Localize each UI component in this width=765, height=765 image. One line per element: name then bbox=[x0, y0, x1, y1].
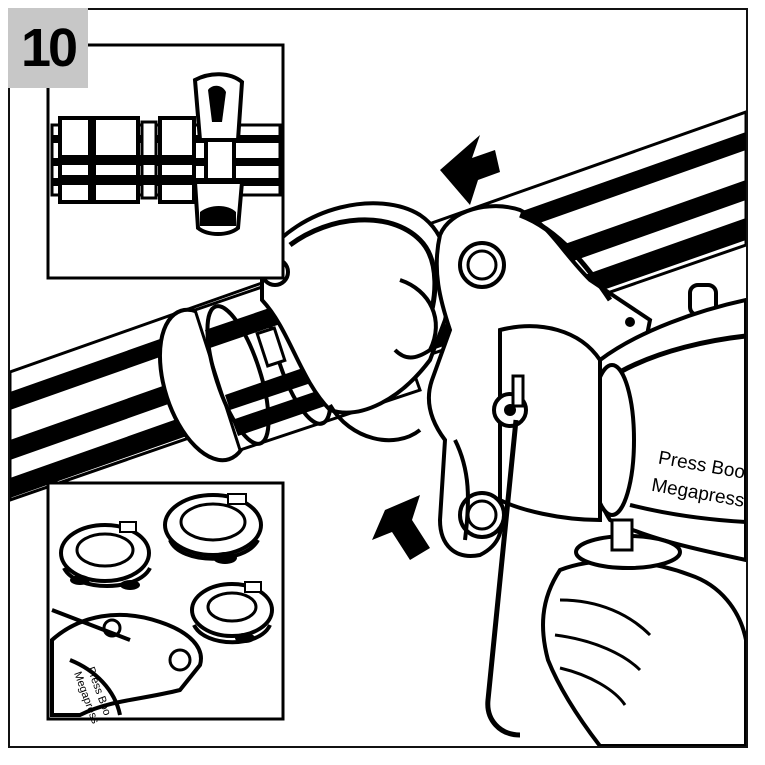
hand bbox=[541, 518, 746, 746]
inset-ring-medium bbox=[59, 521, 152, 590]
inset-fitting bbox=[58, 116, 196, 204]
arrow-down-left-icon bbox=[440, 135, 500, 205]
arrow-up-right-icon bbox=[372, 495, 430, 560]
inset-ring-small bbox=[190, 581, 274, 645]
inset-press-tool: Press Boo Megapress bbox=[50, 608, 203, 726]
press-tool-body bbox=[498, 297, 746, 563]
inset-jaw bbox=[192, 72, 245, 236]
inset-ring-large bbox=[163, 493, 263, 564]
locking-pin bbox=[485, 374, 528, 738]
step-badge: 10 bbox=[8, 8, 88, 88]
step-number: 10 bbox=[20, 18, 78, 78]
